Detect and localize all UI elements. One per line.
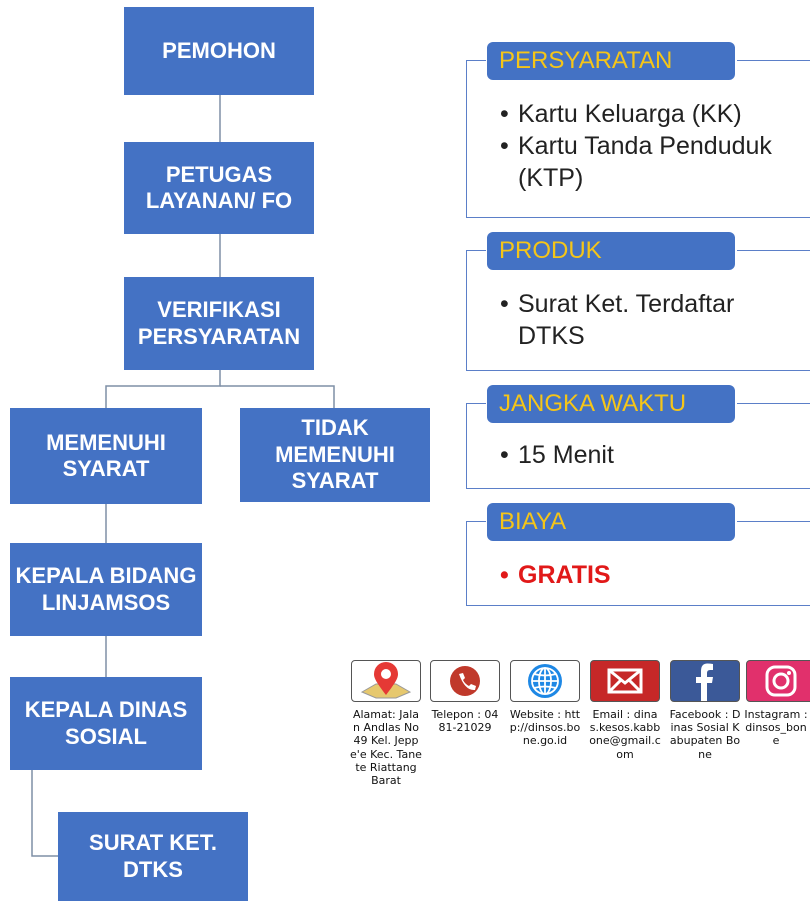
- panel-top-rule: [737, 250, 810, 251]
- map-pin-icon: [351, 660, 421, 702]
- produk-title: PRODUK: [487, 232, 735, 270]
- contact-email-text: Email : dinas.kesos.kabbone@gmail.com: [589, 708, 661, 761]
- panel-top-rule: [737, 60, 810, 61]
- panel-top-rule: [466, 250, 486, 251]
- contact-facebook[interactable]: Facebook : Dinas Sosial Kabupaten Bone: [669, 660, 741, 761]
- jangka-waktu-item: 15 Menit: [500, 439, 790, 471]
- panel-top-rule: [466, 403, 486, 404]
- connector-verifikasi-tidak: [220, 385, 335, 408]
- biaya-list: GRATIS: [500, 559, 790, 591]
- persyaratan-panel: [466, 60, 810, 218]
- persyaratan-item: Kartu Keluarga (KK): [500, 98, 800, 130]
- instagram-icon: [746, 660, 810, 702]
- jangka-waktu-panel: [466, 403, 810, 489]
- contact-instagram[interactable]: Instagram : dinsos_bone: [738, 660, 810, 748]
- contact-phone-text: Telepon : 0481-21029: [431, 708, 499, 735]
- contact-address: Alamat: Jalan Andlas No 49 Kel. Jeppe'e …: [350, 660, 422, 787]
- produk-panel: [466, 250, 810, 371]
- memenuhi-syarat-box: MEMENUHI SYARAT: [10, 408, 202, 504]
- contact-address-text: Alamat: Jalan Andlas No 49 Kel. Jeppe'e …: [350, 708, 422, 787]
- produk-item: Surat Ket. Terdaftar DTKS: [500, 288, 790, 352]
- biaya-item: GRATIS: [500, 559, 790, 591]
- persyaratan-list: Kartu Keluarga (KK) Kartu Tanda Penduduk…: [500, 98, 800, 194]
- panel-top-rule: [466, 521, 486, 522]
- contact-phone[interactable]: Telepon : 0481-21029: [429, 660, 501, 734]
- persyaratan-title: PERSYARATAN: [487, 42, 735, 80]
- pemohon-box: PEMOHON: [124, 7, 314, 95]
- persyaratan-item: Kartu Tanda Penduduk (KTP): [500, 130, 800, 194]
- panel-top-rule: [737, 521, 810, 522]
- surat-ket-dtks-box: SURAT KET. DTKS: [58, 812, 248, 901]
- tidak-memenuhi-syarat-box: TIDAK MEMENUHI SYARAT: [240, 408, 430, 502]
- contact-website[interactable]: Website : http://dinsos.bone.go.id: [509, 660, 581, 748]
- petugas-layanan-box: PETUGAS LAYANAN/ FO: [124, 142, 314, 234]
- verifikasi-persyaratan-box: VERIFIKASI PERSYARATAN: [124, 277, 314, 370]
- contact-instagram-text: Instagram : dinsos_bone: [744, 708, 808, 748]
- phone-icon: [430, 660, 500, 702]
- mail-icon: [590, 660, 660, 702]
- kepala-bidang-box: KEPALA BIDANG LINJAMSOS: [10, 543, 202, 636]
- jangka-waktu-title: JANGKA WAKTU: [487, 385, 735, 423]
- facebook-icon: [670, 660, 740, 702]
- panel-top-rule: [737, 403, 810, 404]
- globe-icon: [510, 660, 580, 702]
- connector-verifikasi-memenuhi: [105, 370, 221, 408]
- jangka-waktu-list: 15 Menit: [500, 439, 790, 471]
- connector-kepala-dinas-surat: [31, 770, 58, 857]
- kepala-dinas-box: KEPALA DINAS SOSIAL: [10, 677, 202, 770]
- biaya-title: BIAYA: [487, 503, 735, 541]
- contact-facebook-text: Facebook : Dinas Sosial Kabupaten Bone: [669, 708, 741, 761]
- contact-website-text: Website : http://dinsos.bone.go.id: [509, 708, 581, 748]
- biaya-panel: [466, 521, 810, 606]
- panel-top-rule: [466, 60, 486, 61]
- contact-email[interactable]: Email : dinas.kesos.kabbone@gmail.com: [589, 660, 661, 761]
- produk-list: Surat Ket. Terdaftar DTKS: [500, 288, 790, 352]
